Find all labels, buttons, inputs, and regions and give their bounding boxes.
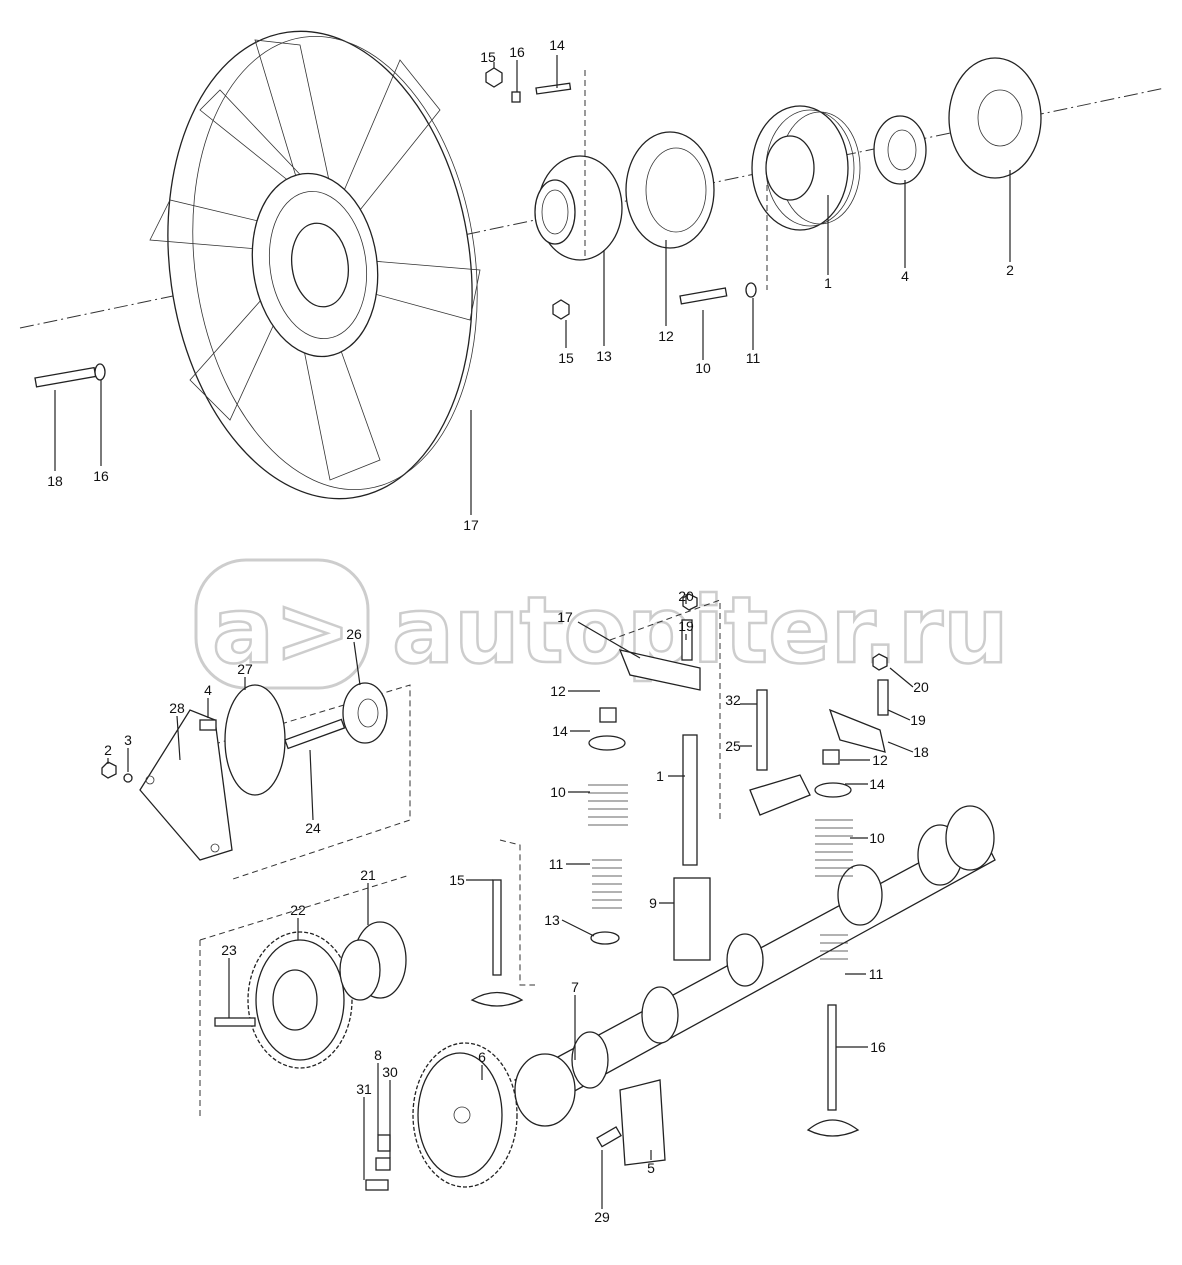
callout: 14 (552, 723, 568, 739)
callout: 18 (47, 473, 63, 489)
callout: 15 (449, 872, 465, 888)
ring-4 (873, 115, 927, 185)
gear-6 (412, 1042, 518, 1188)
springs-right (814, 749, 853, 960)
callout: 14 (549, 37, 565, 53)
callout: 15 (558, 350, 574, 366)
callout: 19 (678, 618, 694, 634)
fan (149, 30, 481, 500)
callout: 12 (872, 752, 888, 768)
callout: 28 (169, 700, 185, 716)
callout: 16 (509, 44, 525, 60)
callout: 17 (463, 517, 479, 533)
damper-2 (948, 57, 1042, 179)
fan-drive-callouts: 15 16 14 1 4 2 13 12 15 10 11 18 16 17 (47, 37, 1014, 533)
callout: 14 (869, 776, 885, 792)
callout: 10 (695, 360, 711, 376)
callout: 11 (869, 966, 884, 982)
callout: 10 (869, 830, 885, 846)
callout: 11 (746, 350, 761, 366)
callout: 19 (910, 712, 926, 728)
watermark-text: autopiter.ru (392, 577, 1009, 684)
callout: 16 (93, 468, 109, 484)
callout: 3 (124, 732, 132, 748)
pulley-1 (751, 105, 861, 231)
callout: 10 (550, 784, 566, 800)
callout: 16 (870, 1039, 886, 1055)
hub-13 (534, 155, 623, 261)
callout: 4 (204, 682, 212, 698)
watermark-logo: a> (212, 577, 351, 684)
callout: 15 (480, 49, 496, 65)
callout: 6 (478, 1049, 486, 1065)
pushrod-and-tappet (673, 734, 711, 961)
springs-left (588, 707, 628, 945)
callout: 4 (901, 268, 909, 284)
shaft-21 (339, 921, 407, 1001)
o-ring-27 (224, 684, 286, 796)
camshaft-7 (513, 805, 996, 1127)
spacer-12 (625, 131, 715, 249)
callout: 5 (647, 1160, 655, 1176)
callout: 20 (913, 679, 929, 695)
valve-15 (470, 879, 524, 1007)
valve-train-callouts: 20 17 19 26 27 28 4 3 2 24 12 14 10 1 32… (104, 588, 929, 1225)
callout: 13 (596, 348, 612, 364)
callout: 17 (557, 609, 573, 625)
thrust-plate-5 (619, 1079, 666, 1166)
callout: 29 (594, 1209, 610, 1225)
callout: 26 (346, 626, 362, 642)
callout: 18 (913, 744, 929, 760)
callout: 22 (290, 902, 306, 918)
rocker-arms (618, 593, 889, 816)
bracket-28 (139, 709, 233, 861)
callout: 32 (725, 692, 741, 708)
callout: 24 (305, 820, 321, 836)
callout: 2 (104, 742, 112, 758)
callout: 21 (360, 867, 376, 883)
callout: 31 (356, 1081, 372, 1097)
callout: 12 (550, 683, 566, 699)
watermark: a> autopiter.ru (194, 558, 1010, 690)
callout: 12 (658, 328, 674, 344)
callout: 11 (549, 856, 564, 872)
callout: 13 (544, 912, 560, 928)
valve-16 (806, 1004, 860, 1137)
callout: 30 (382, 1064, 398, 1080)
plate-26 (342, 682, 388, 744)
callout: 9 (649, 895, 657, 911)
callout: 27 (237, 661, 253, 677)
callout: 20 (678, 588, 694, 604)
gear-22 (247, 931, 353, 1069)
callout: 2 (1006, 262, 1014, 278)
callout: 23 (221, 942, 237, 958)
callout: 1 (824, 275, 832, 291)
callout: 8 (374, 1047, 382, 1063)
callout: 7 (571, 979, 579, 995)
callout: 25 (725, 738, 741, 754)
callout: 1 (656, 768, 664, 784)
